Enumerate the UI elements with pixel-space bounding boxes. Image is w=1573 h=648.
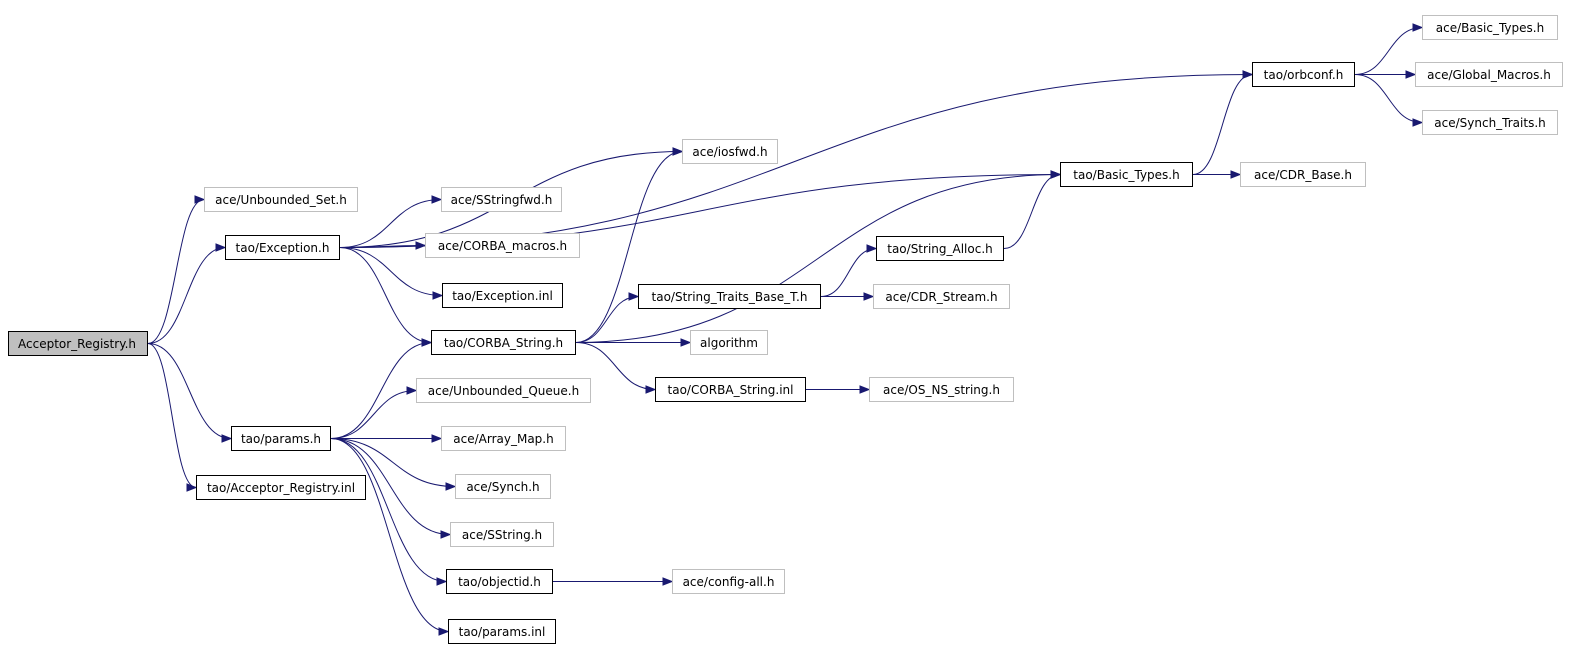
edge-tao-exception-h-to-ace-sstringfwd-h-arrowhead	[431, 195, 443, 204]
edge-tao-params-h-to-ace-unbounded-queue-h-arrowhead	[406, 386, 418, 395]
edge-acceptor-registry-h-to-tao-params-h-arrowhead	[221, 434, 233, 443]
node-ace-unbounded-queue-h: ace/Unbounded_Queue.h	[416, 378, 591, 403]
node-tao-basic-types-h[interactable]: tao/Basic_Types.h	[1060, 162, 1193, 187]
edge-tao-exception-h-to-tao-orbconf-h	[339, 74, 1253, 248]
edge-tao-corba-string-h-to-tao-string-traits-base-t-h	[575, 296, 639, 343]
edge-tao-corba-string-h-to-tao-corba-string-inl	[575, 342, 656, 390]
node-tao-corba-string-h[interactable]: tao/CORBA_String.h	[431, 330, 576, 355]
node-algorithm: algorithm	[690, 330, 768, 355]
node-ace-synch-traits-h: ace/Synch_Traits.h	[1422, 110, 1558, 135]
node-ace-cdr-stream-h: ace/CDR_Stream.h	[873, 284, 1010, 309]
edge-acceptor-registry-h-to-ace-unbounded-set-h	[147, 199, 205, 344]
edge-tao-objectid-h-to-ace-config-all-h-arrowhead	[662, 577, 674, 586]
node-tao-objectid-h[interactable]: tao/objectid.h	[446, 569, 553, 594]
edge-acceptor-registry-h-to-tao-exception-h-arrowhead	[215, 243, 227, 252]
edge-tao-string-traits-base-t-h-to-tao-string-alloc-h-arrowhead	[866, 244, 878, 253]
node-tao-string-alloc-h[interactable]: tao/String_Alloc.h	[876, 236, 1004, 261]
edge-tao-params-h-to-ace-synch-h	[330, 438, 456, 487]
node-ace-global-macros-h: ace/Global_Macros.h	[1415, 62, 1563, 87]
edge-tao-params-h-to-ace-synch-h-arrowhead	[445, 482, 457, 491]
node-tao-corba-string-inl[interactable]: tao/CORBA_String.inl	[655, 377, 806, 402]
node-tao-acceptor-registry-inl[interactable]: tao/Acceptor_Registry.inl	[196, 475, 366, 500]
edge-tao-corba-string-h-to-ace-iosfwd-h-arrowhead	[672, 147, 684, 156]
edge-tao-orbconf-h-to-ace-basic-types-h	[1354, 27, 1423, 75]
edge-acceptor-registry-h-to-ace-unbounded-set-h-arrowhead	[194, 195, 206, 204]
edge-tao-orbconf-h-to-ace-global-macros-h-arrowhead	[1405, 70, 1417, 79]
edge-tao-string-alloc-h-to-tao-basic-types-h-arrowhead	[1050, 170, 1062, 179]
node-tao-exception-inl[interactable]: tao/Exception.inl	[442, 283, 563, 308]
edge-tao-basic-types-h-to-tao-orbconf-h-arrowhead	[1242, 70, 1254, 79]
node-ace-sstringfwd-h: ace/SStringfwd.h	[441, 187, 562, 212]
node-acceptor-registry-h[interactable]: Acceptor_Registry.h	[8, 331, 148, 356]
edge-tao-string-traits-base-t-h-to-tao-string-alloc-h	[820, 248, 877, 297]
edge-acceptor-registry-h-to-tao-params-h	[147, 343, 232, 439]
edge-tao-corba-string-inl-to-ace-os-ns-string-h-arrowhead	[859, 385, 871, 394]
edge-tao-params-h-to-tao-corba-string-h-arrowhead	[421, 338, 433, 347]
node-ace-os-ns-string-h: ace/OS_NS_string.h	[869, 377, 1014, 402]
node-ace-cdr-base-h: ace/CDR_Base.h	[1240, 162, 1366, 187]
edge-tao-params-h-to-tao-objectid-h-arrowhead	[436, 577, 448, 586]
edge-acceptor-registry-h-to-tao-acceptor-registry-inl	[147, 343, 197, 488]
edge-tao-orbconf-h-to-ace-synch-traits-h	[1354, 74, 1423, 123]
node-tao-params-h[interactable]: tao/params.h	[231, 426, 331, 451]
edge-tao-params-h-to-ace-sstring-h	[330, 438, 451, 535]
edge-acceptor-registry-h-to-tao-exception-h	[147, 247, 226, 344]
edge-tao-corba-string-h-to-tao-basic-types-h	[575, 174, 1061, 343]
edge-tao-params-h-to-tao-params-inl-arrowhead	[438, 627, 450, 636]
edge-tao-params-h-to-tao-corba-string-h	[330, 342, 432, 439]
node-ace-config-all-h: ace/config-all.h	[672, 569, 785, 594]
edge-tao-corba-string-h-to-tao-string-traits-base-t-h-arrowhead	[628, 292, 640, 301]
edge-tao-exception-h-to-ace-sstringfwd-h	[339, 199, 442, 248]
node-tao-params-inl[interactable]: tao/params.inl	[448, 619, 556, 644]
node-tao-string-traits-base-t-h[interactable]: tao/String_Traits_Base_T.h	[638, 284, 821, 309]
node-ace-unbounded-set-h: ace/Unbounded_Set.h	[204, 187, 358, 212]
edge-tao-exception-h-to-tao-corba-string-h	[339, 247, 432, 343]
edge-tao-corba-string-h-to-ace-iosfwd-h	[575, 151, 683, 343]
node-ace-basic-types-h: ace/Basic_Types.h	[1422, 15, 1558, 40]
node-ace-array-map-h: ace/Array_Map.h	[441, 426, 566, 451]
edge-tao-corba-string-h-to-tao-corba-string-inl-arrowhead	[645, 385, 657, 394]
edge-tao-params-h-to-ace-sstring-h-arrowhead	[440, 530, 452, 539]
edge-tao-string-traits-base-t-h-to-ace-cdr-stream-h-arrowhead	[863, 292, 875, 301]
edge-tao-params-h-to-tao-objectid-h	[330, 438, 447, 582]
node-ace-corba-macros-h: ace/CORBA_macros.h	[425, 233, 580, 258]
node-ace-synch-h: ace/Synch.h	[455, 474, 551, 499]
node-tao-orbconf-h[interactable]: tao/orbconf.h	[1252, 62, 1355, 87]
edge-tao-params-h-to-tao-params-inl	[330, 438, 449, 632]
edge-tao-orbconf-h-to-ace-synch-traits-h-arrowhead	[1412, 118, 1424, 127]
node-ace-iosfwd-h: ace/iosfwd.h	[682, 139, 778, 164]
edge-tao-params-h-to-ace-unbounded-queue-h	[330, 390, 417, 439]
node-tao-exception-h[interactable]: tao/Exception.h	[225, 235, 340, 260]
edge-tao-string-alloc-h-to-tao-basic-types-h	[1003, 174, 1061, 249]
edge-tao-params-h-to-ace-array-map-h-arrowhead	[431, 434, 443, 443]
edge-tao-exception-h-to-tao-exception-inl	[339, 247, 443, 296]
edge-tao-basic-types-h-to-ace-cdr-base-h-arrowhead	[1230, 170, 1242, 179]
edge-tao-basic-types-h-to-tao-orbconf-h	[1192, 74, 1253, 175]
edge-tao-exception-h-to-tao-exception-inl-arrowhead	[432, 291, 444, 300]
node-ace-sstring-h: ace/SString.h	[450, 522, 554, 547]
edge-tao-orbconf-h-to-ace-basic-types-h-arrowhead	[1412, 23, 1424, 32]
edge-tao-corba-string-h-to-algorithm-arrowhead	[680, 338, 692, 347]
edge-acceptor-registry-h-to-tao-acceptor-registry-inl-arrowhead	[186, 483, 198, 492]
